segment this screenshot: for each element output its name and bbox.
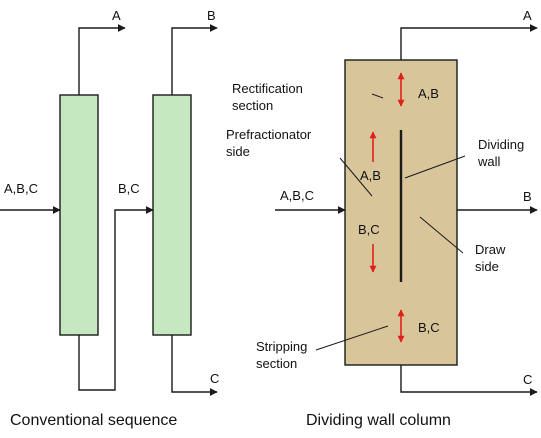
conv-feed-label: A,B,C <box>4 181 38 196</box>
dividing-wall-column <box>275 24 538 396</box>
dwc-bottom-arrow-c <box>400 365 538 396</box>
pointer-dividing-wall <box>404 155 466 179</box>
dwc-caption: Dividing wall column <box>306 412 451 429</box>
intermediate-stream <box>78 206 154 391</box>
draw-side-label-1: Draw <box>475 242 506 257</box>
stripping-label-2: section <box>256 356 297 371</box>
dwc-bottom-label: C <box>523 372 532 387</box>
stripping-comp: B,C <box>418 320 440 335</box>
bottom-arrow-c <box>171 335 218 396</box>
conventional-sequence <box>0 24 218 396</box>
dwc-side-label: B <box>523 189 532 204</box>
rectification-comp: A,B <box>418 86 439 101</box>
pointer-prefractionator <box>339 157 373 197</box>
prefrac-lower-comp: B,C <box>358 222 380 237</box>
dwc-top-label: A <box>523 8 532 23</box>
column-2 <box>152 94 192 336</box>
top-arrow-b <box>171 24 218 95</box>
prefrac-upper-comp: A,B <box>360 168 381 183</box>
conv-caption: Conventional sequence <box>10 412 177 429</box>
column-1 <box>59 94 99 336</box>
rectification-label-2: section <box>232 98 273 113</box>
rectification-label-1: Rectification <box>232 81 303 96</box>
dividing-wall-label-2: wall <box>477 154 501 169</box>
conv-top2-label: B <box>207 8 216 23</box>
pointer-rectification <box>371 93 384 99</box>
top-arrow-a <box>78 24 126 95</box>
draw-side-label-2: side <box>475 259 499 274</box>
conv-intermediate-label: B,C <box>118 181 140 196</box>
vapor-liquid-arrows <box>369 72 405 343</box>
pointer-stripping <box>315 325 389 351</box>
stripping-label-1: Stripping <box>256 339 307 354</box>
prefractionator-label-2: side <box>226 144 250 159</box>
prefractionator-label-1: Prefractionator <box>226 127 312 142</box>
dividing-wall-label-1: Dividing <box>478 137 524 152</box>
dwc-top-arrow-a <box>400 24 538 60</box>
conv-bottom-label: C <box>210 371 219 386</box>
pointer-draw-side <box>419 216 464 254</box>
dwc-feed-label: A,B,C <box>280 188 314 203</box>
conv-top1-label: A <box>112 8 121 23</box>
